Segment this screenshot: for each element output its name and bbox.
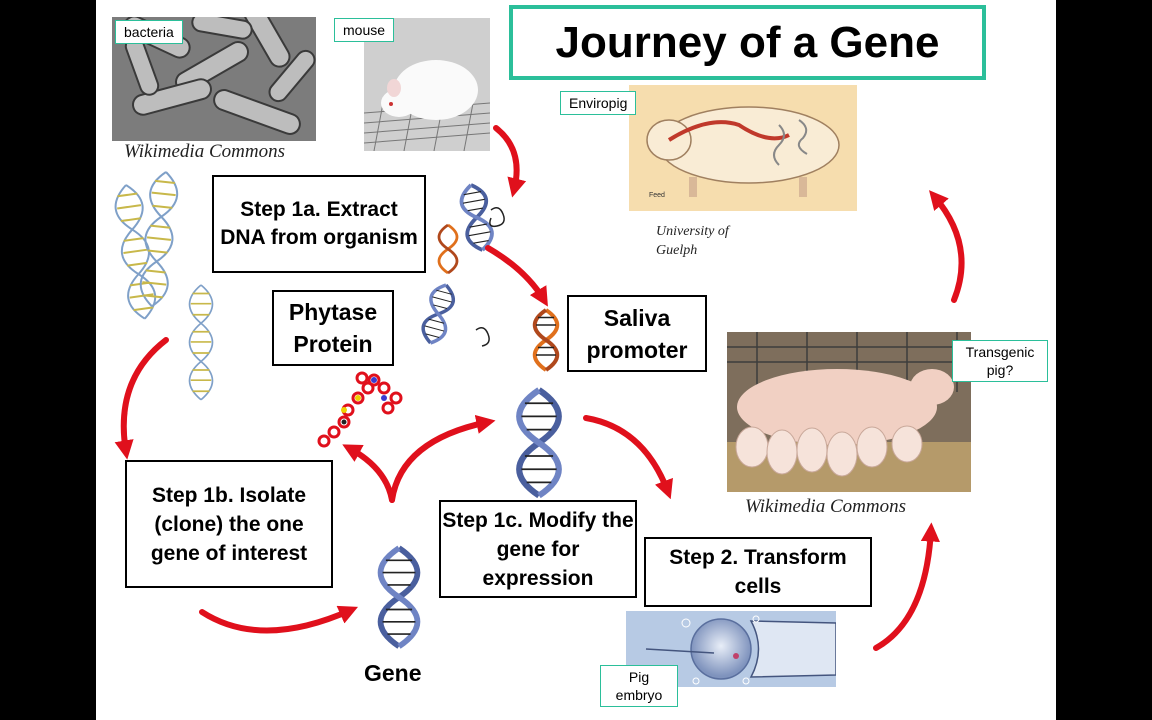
dna-helix-icon (381, 548, 418, 646)
dna-helix-icon (137, 169, 181, 309)
step-1c-box: Step 1c. Modify the gene for expression (439, 500, 637, 598)
dna-helix-icon (456, 180, 497, 255)
transgenic-pig-label: Transgenic pig? (952, 340, 1048, 382)
pig-embryo-label: Pig embryo (600, 665, 678, 707)
protein-chain-icon (317, 371, 403, 448)
caption-wikimedia-top: Wikimedia Commons (124, 141, 285, 162)
caption-university: University of Guelph (656, 224, 729, 258)
step-1a-box: Step 1a. Extract DNA from organism (212, 175, 426, 273)
svg-text:Feed: Feed (649, 192, 665, 199)
dna-helix-icon (532, 308, 560, 372)
dna-helix-icon (111, 182, 160, 322)
title-box: Journey of a Gene (509, 5, 986, 80)
dna-helix-icon (519, 390, 559, 496)
saliva-promoter-box: Saliva promoter (567, 295, 707, 372)
step-2-box: Step 2. Transform cells (644, 537, 872, 607)
dna-helix-icon (437, 223, 459, 275)
mouse-label: mouse (334, 18, 395, 42)
pig-family-image (727, 332, 971, 492)
enviropig-diagram: Feed (629, 85, 857, 211)
enviropig-label: Enviropig (560, 91, 637, 115)
caption-wikimedia-pig: Wikimedia Commons (745, 496, 906, 517)
bacteria-label: bacteria (115, 20, 183, 44)
phytase-protein-box: Phytase Protein (272, 290, 394, 366)
slide: Journey of a Gene bacteria Wikimedia Com… (96, 0, 1056, 720)
dna-helix-icon (188, 284, 214, 401)
gene-label: Gene (364, 660, 422, 686)
step-1b-box: Step 1b. Isolate (clone) the one gene of… (125, 460, 333, 588)
mouse-image (364, 18, 490, 151)
dna-helix-icon (417, 280, 459, 348)
bacteria-image (112, 17, 316, 141)
page-title: Journey of a Gene (555, 17, 940, 67)
